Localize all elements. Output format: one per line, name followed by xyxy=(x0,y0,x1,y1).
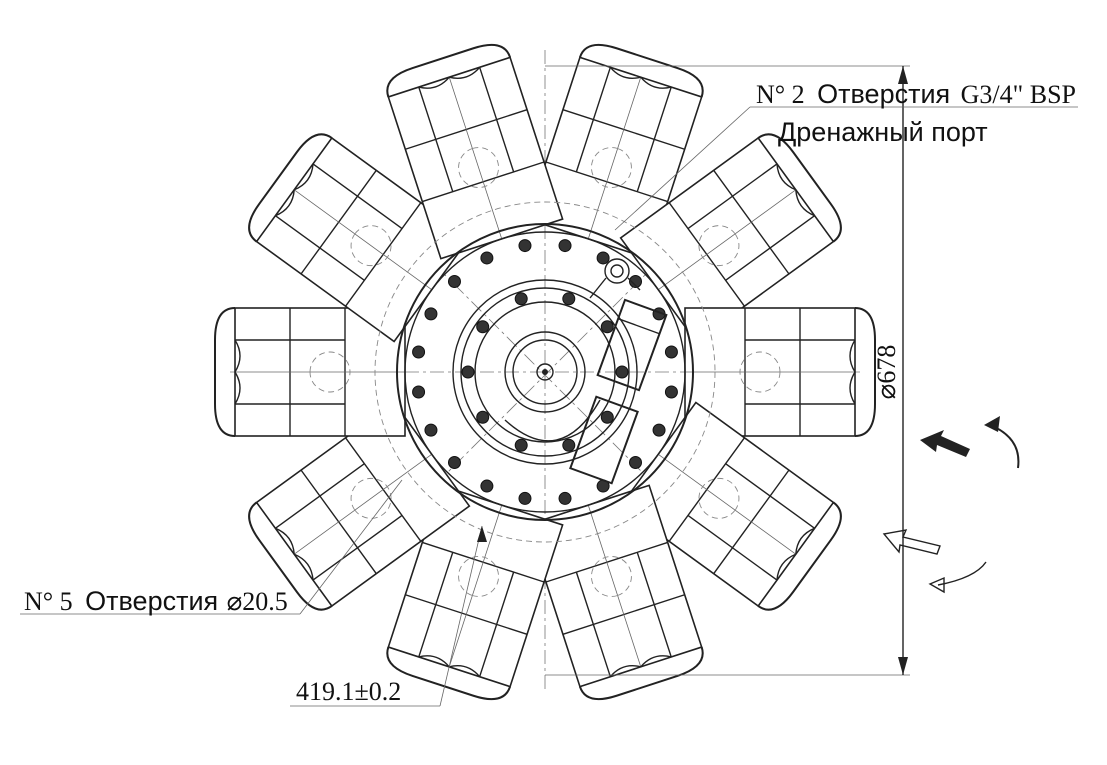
bolt xyxy=(412,385,426,399)
bolt xyxy=(558,491,572,505)
cylinder xyxy=(386,484,564,701)
cylinder xyxy=(248,401,471,611)
inner-hub xyxy=(452,279,638,465)
inner-bolt xyxy=(562,438,576,452)
drain-holes-word: Отверстия xyxy=(817,79,950,109)
inner-bolt-ring xyxy=(461,292,629,452)
drain-port-boss xyxy=(589,258,641,299)
pitch-circle xyxy=(374,201,716,543)
bolt xyxy=(664,385,678,399)
inner-bolt xyxy=(476,410,490,424)
pitch-leader: 419.1±0.2 xyxy=(290,525,487,707)
distributor-block-lower xyxy=(569,395,639,485)
svg-text:N° 2 Отверстия G3/: N° 2 Отверстия G3/4" BSP xyxy=(756,79,1076,109)
inner-bolt xyxy=(615,365,629,379)
cylinder xyxy=(386,43,564,260)
inner-bolt xyxy=(600,320,614,334)
mount-holes-prefix: N° 5 xyxy=(24,587,73,616)
inner-bolt xyxy=(600,410,614,424)
bolt xyxy=(447,456,461,470)
inner-bolt xyxy=(476,320,490,334)
bolt xyxy=(518,239,532,253)
distributor-block-upper xyxy=(596,298,668,392)
cylinder-group xyxy=(214,43,876,701)
distributor-arc xyxy=(504,399,601,442)
bolt xyxy=(664,345,678,359)
svg-text:N° 5 Отверстия ⌀20: N° 5 Отверстия ⌀20.5 xyxy=(24,586,288,616)
bolt xyxy=(480,251,494,265)
inner-bolt xyxy=(562,292,576,306)
bolt xyxy=(518,491,532,505)
solid-arrow-icon xyxy=(920,416,1020,469)
bolt xyxy=(629,274,643,288)
bolt xyxy=(480,479,494,493)
bolt-ring xyxy=(412,239,678,505)
drain-port-label: Дренажный порт xyxy=(778,117,988,147)
bolt xyxy=(652,423,666,437)
bolt xyxy=(596,251,610,265)
mount-holes-word: Отверстия xyxy=(85,586,218,616)
rotation-arrows xyxy=(882,416,1020,594)
cylinder xyxy=(619,133,842,343)
housing xyxy=(396,223,694,521)
bolt xyxy=(424,307,438,321)
cylinder xyxy=(526,484,704,701)
diameter-dimension: ⌀678 xyxy=(545,65,910,676)
bolt xyxy=(629,456,643,470)
drain-leader: N° 2 Отверстия G3/4" BSP Дренажный порт xyxy=(614,79,1078,231)
inner-bolt xyxy=(514,292,528,306)
mount-leader: N° 5 Отверстия ⌀20.5 xyxy=(20,479,403,616)
bolt xyxy=(412,345,426,359)
drain-holes-prefix: N° 2 xyxy=(756,80,805,109)
bolt xyxy=(447,274,461,288)
diameter-label: ⌀678 xyxy=(872,345,901,400)
bolt xyxy=(424,423,438,437)
inner-bolt xyxy=(514,438,528,452)
bolt xyxy=(558,239,572,253)
mount-holes-spec: ⌀20.5 xyxy=(227,587,288,616)
outline-arrow-icon xyxy=(882,529,987,594)
drain-holes-spec: G3/4" BSP xyxy=(961,80,1076,109)
pitch-label: 419.1±0.2 xyxy=(296,677,401,706)
inner-bolt xyxy=(461,365,475,379)
